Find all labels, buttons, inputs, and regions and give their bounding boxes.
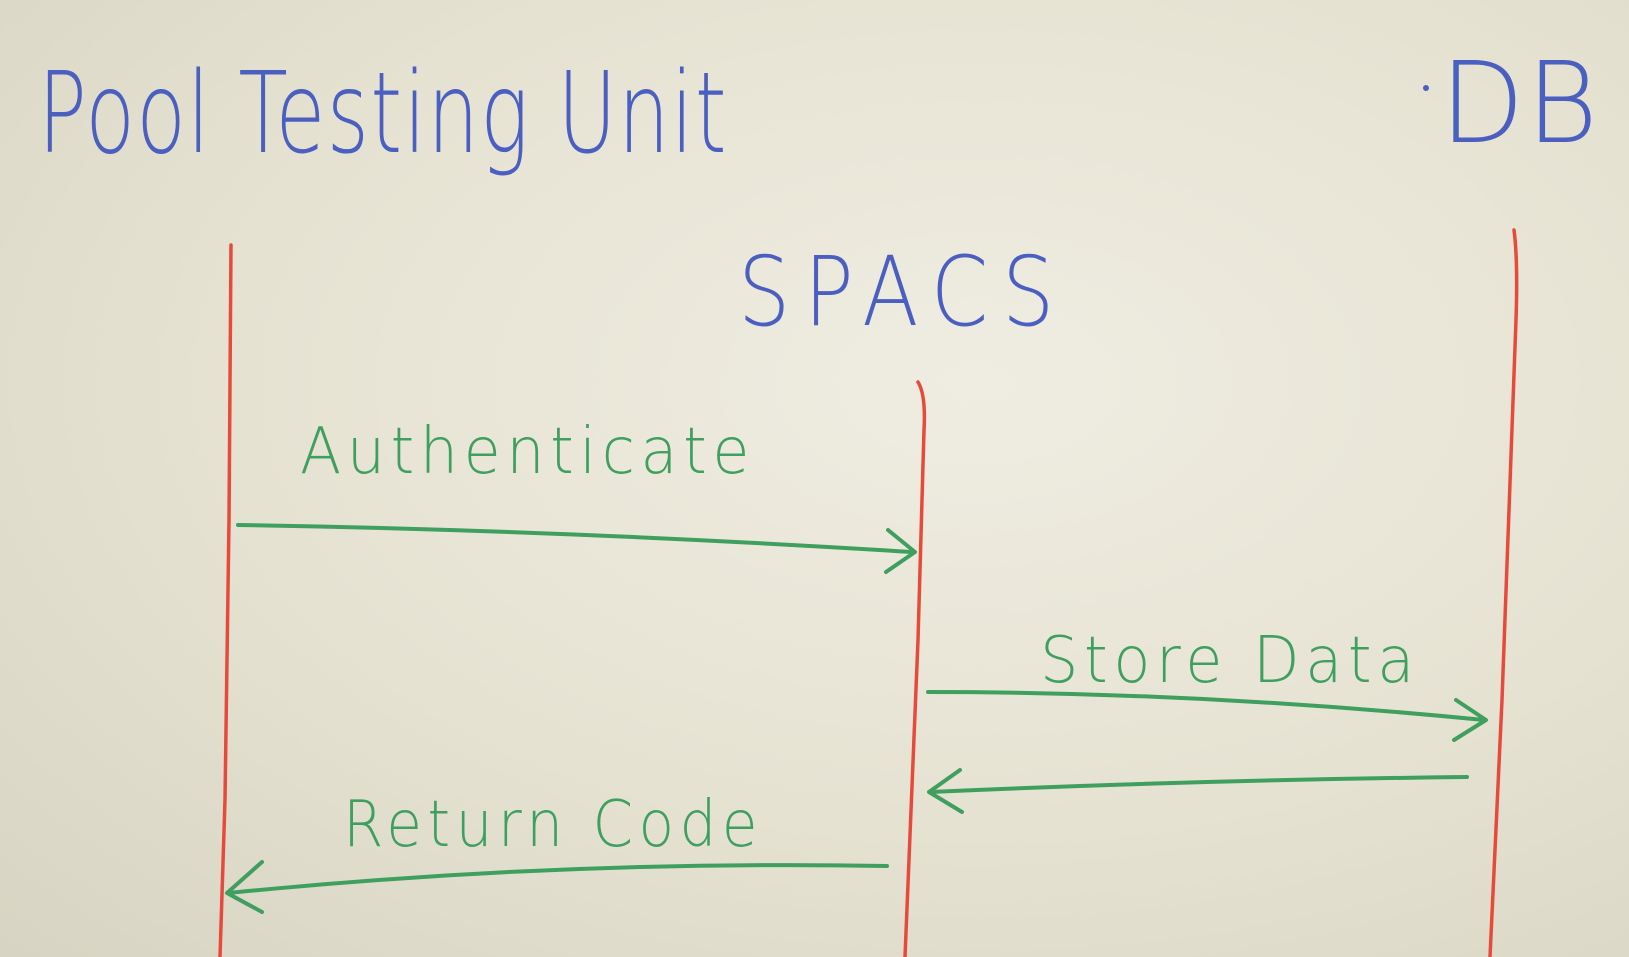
- participant-spacs-label: SPACS: [738, 236, 1068, 348]
- message-store-data-arrow: [926, 690, 1488, 742]
- lifeline-spacs: [903, 380, 927, 957]
- message-authenticate-arrow: [236, 523, 917, 574]
- ink-dot: [1423, 85, 1429, 91]
- arrow-shaft: [926, 690, 1486, 722]
- message-store-data-reply-arrow: [927, 768, 1469, 814]
- arrowhead-left-icon: [225, 860, 264, 914]
- arrow-shaft: [226, 863, 889, 895]
- lifeline-db: [1488, 228, 1519, 957]
- message-return-code-label: Return Code: [343, 788, 763, 862]
- lifeline-pool-testing-unit: [218, 243, 233, 957]
- arrowhead-right-icon: [1452, 698, 1488, 742]
- arrow-shaft: [236, 523, 914, 554]
- arrowhead-left-icon: [927, 768, 964, 814]
- participant-pool-testing-unit-label: Pool Testing Unit: [38, 49, 728, 179]
- message-return-code-arrow: [225, 860, 889, 914]
- message-authenticate-label: Authenticate: [300, 415, 755, 489]
- participant-db-label: DB: [1440, 39, 1600, 169]
- arrow-shaft: [928, 775, 1469, 794]
- message-store-data-label: Store Data: [1040, 624, 1420, 698]
- arrowhead-right-icon: [884, 528, 917, 574]
